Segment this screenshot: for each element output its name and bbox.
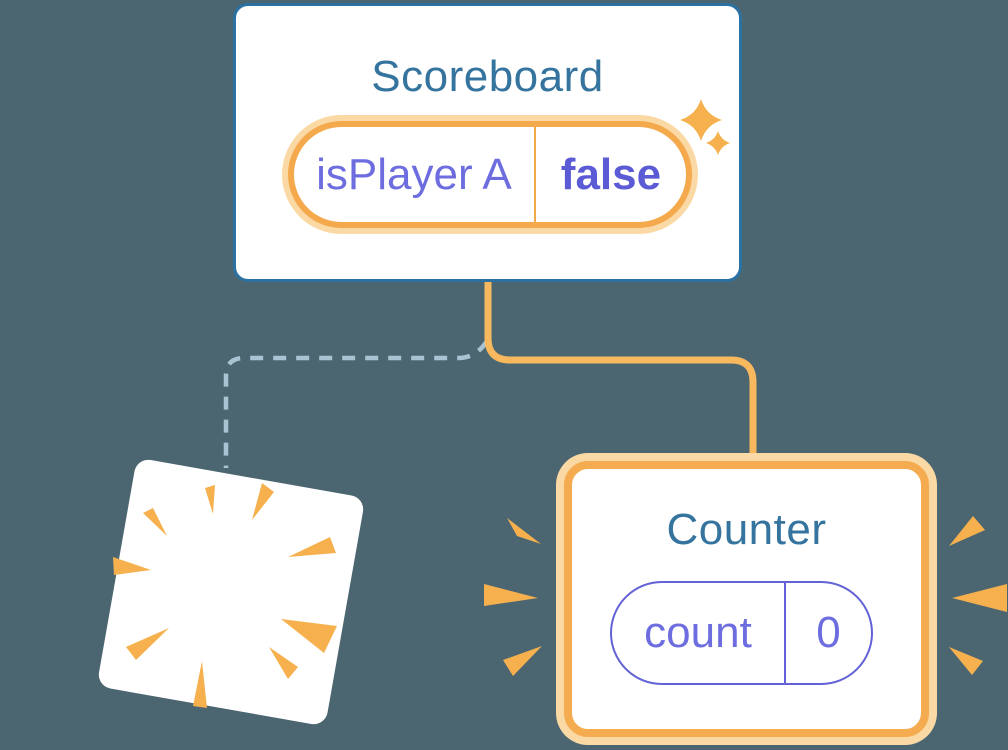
pill-divider xyxy=(533,127,536,222)
state-value-label: false xyxy=(560,149,662,199)
poof-burst-icon xyxy=(113,483,337,708)
scoreboard-title: Scoreboard xyxy=(371,52,604,101)
state-value-cell: 0 xyxy=(786,583,871,683)
counter-card: Counter count 0 xyxy=(564,461,929,737)
state-value-cell: false xyxy=(536,127,686,222)
state-name-label: isPlayer A xyxy=(316,149,512,199)
counter-state-pill: count 0 xyxy=(610,581,873,685)
solid-connector-line xyxy=(484,282,757,462)
counter-title: Counter xyxy=(666,505,827,554)
state-name-cell: count xyxy=(612,583,784,683)
scoreboard-card: Scoreboard isPlayer A false xyxy=(233,3,742,282)
pill-divider xyxy=(783,583,786,683)
scoreboard-state-pill: isPlayer A false xyxy=(288,121,692,228)
destroyed-component-card xyxy=(98,459,364,725)
state-name-cell: isPlayer A xyxy=(294,127,534,222)
dashed-connector-line xyxy=(223,339,489,468)
state-name-label: count xyxy=(644,608,752,657)
state-value-label: 0 xyxy=(816,608,841,657)
